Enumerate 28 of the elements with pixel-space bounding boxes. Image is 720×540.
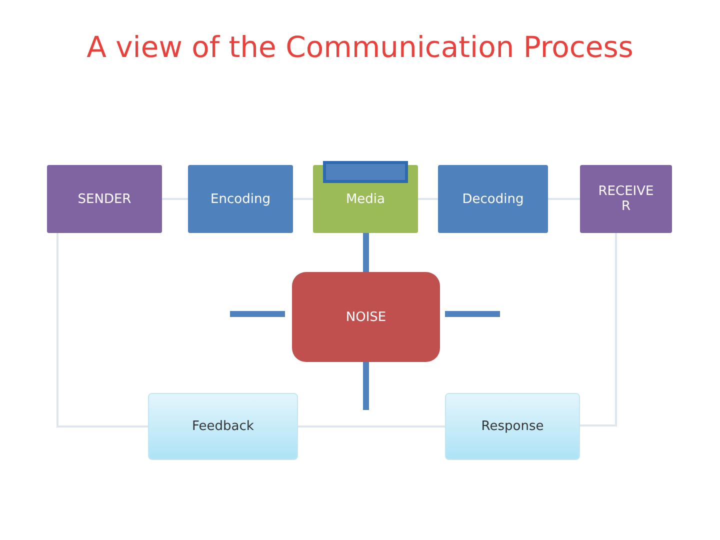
process-box (438, 165, 548, 233)
sender-box (47, 165, 162, 233)
connector (418, 198, 438, 200)
connector (162, 198, 188, 200)
connector (445, 311, 500, 317)
connector (363, 362, 369, 410)
response-box (445, 393, 580, 460)
connector (580, 233, 617, 426)
node-label: SENDER (78, 192, 132, 206)
node-label: RECEIVER (598, 184, 654, 214)
node-label: Encoding (210, 192, 270, 206)
inner-box (323, 161, 408, 183)
connector (230, 311, 285, 317)
connector (363, 233, 369, 272)
receiver-box (580, 165, 672, 233)
process-box (188, 165, 293, 233)
feedback-box (148, 393, 298, 460)
node-label: Feedback (192, 419, 254, 434)
noise-box (292, 272, 440, 362)
connector (293, 198, 313, 200)
node-label: Media (346, 192, 386, 206)
node-label: Decoding (462, 192, 524, 206)
node-label: NOISE (346, 310, 386, 324)
connector (298, 426, 445, 428)
node-label: Response (481, 419, 544, 434)
connector (548, 198, 580, 200)
title: A view of the Communication Process (86, 29, 634, 66)
connector (56, 233, 148, 428)
